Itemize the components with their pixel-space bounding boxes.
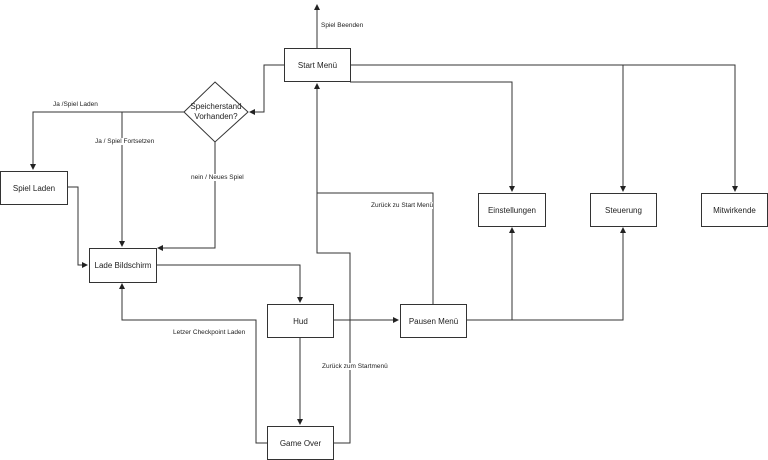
node-einstellungen[interactable]: Einstellungen [478, 193, 546, 227]
node-label: Hud [293, 316, 308, 326]
node-game-over[interactable]: Game Over [267, 426, 334, 460]
edge-lade-to-hud [156, 264, 303, 303]
node-spiel-laden[interactable]: Spiel Laden [0, 171, 68, 205]
edge-decision-neues-spiel [157, 142, 216, 251]
node-label: Lade Bildschirm [94, 261, 152, 270]
edge-decision-to-spiel-laden [30, 111, 184, 170]
node-mitwirkende[interactable]: Mitwirkende [701, 193, 768, 227]
edge-label-letzer-checkpoint: Letzer Checkpoint Laden [173, 329, 246, 336]
edge-spiel-laden-to-lade [67, 186, 88, 268]
edge-pausen-to-steuerung [512, 227, 626, 321]
node-start-menu[interactable]: Start Menü [284, 48, 351, 82]
decision-diamond [183, 81, 249, 143]
edge-start-to-decision [249, 64, 284, 115]
node-lade-bildschirm[interactable]: Lade Bildschirm [89, 248, 157, 283]
decision-node-label: Speicherstand Vorhanden? [184, 102, 248, 122]
edge-label-ja-spiel-fortsetzen: Ja / Spiel Fortsetzen [95, 138, 155, 145]
decision-line2: Vorhanden? [194, 112, 238, 121]
node-label: Game Over [279, 438, 322, 448]
node-label: Einstellungen [487, 205, 537, 215]
edge-label-zurueck-zum-startmenu: Zurück zum Startmenü [322, 363, 388, 370]
node-steuerung[interactable]: Steuerung [590, 193, 657, 227]
node-hud[interactable]: Hud [267, 304, 334, 338]
edge-pausen-to-start [317, 192, 434, 304]
node-pausen-menu[interactable]: Pausen Menü [400, 304, 467, 338]
decision-line1: Speicherstand [190, 102, 242, 111]
edge-label-ja-spiel-laden: Ja /Spiel Laden [53, 101, 98, 108]
edge-gameover-to-lade [119, 283, 267, 444]
edge-pausen-to-einstellungen [466, 227, 515, 321]
edge-label-nein-neues-spiel: nein / Neues Spiel [191, 174, 244, 181]
edge-label-zurueck-zu-start: Zurück zu Start Menü [371, 202, 434, 209]
node-label: Mitwirkende [713, 205, 756, 215]
edge-start-to-einstellungen [350, 81, 515, 192]
node-label: Spiel Laden [12, 183, 56, 193]
node-label: Pausen Menü [408, 316, 459, 326]
edge-start-to-mitwirkende [350, 64, 738, 192]
node-label: Start Menü [297, 60, 338, 70]
edge-label-spiel-beenden: Spiel Beenden [321, 22, 364, 29]
node-label: Steuerung [605, 205, 642, 215]
edge-gameover-to-start [314, 83, 351, 444]
